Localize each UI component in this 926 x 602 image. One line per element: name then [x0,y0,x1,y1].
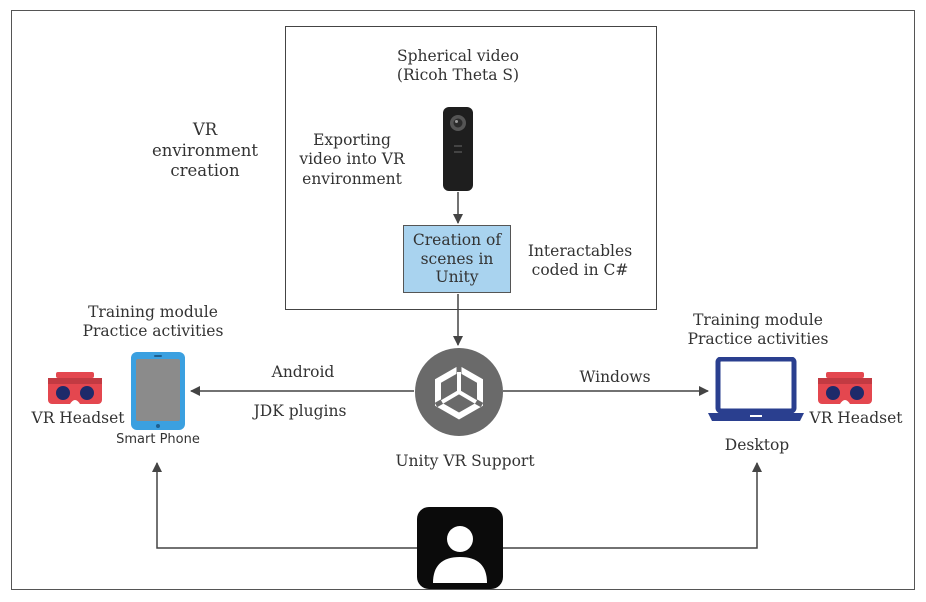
arrow-user-to-laptop [502,462,762,549]
android-label: Android [271,363,335,381]
scene-creation-box: Creation of scenes in Unity [403,225,511,293]
desktop-label: Desktop [724,436,790,454]
windows-label: Windows [579,368,651,386]
smartphone-label: Smart Phone [116,432,200,447]
vr-headset-icon-left [48,372,102,404]
laptop-icon [708,357,804,421]
smartphone-icon [131,352,185,430]
right-headset-label: VR Headset [809,409,903,427]
vr-headset-icon-right [818,372,872,404]
spherical-camera-icon [443,107,473,191]
arrow-user-to-phone [152,462,417,549]
user-icon [417,507,503,589]
unity-logo-icon [415,348,503,436]
diagram-frame [11,10,915,590]
left-headset-label: VR Headset [31,409,125,427]
jdk-plugins-label: JDK plugins [253,402,347,420]
scene-creation-label: Creation of scenes in Unity [412,231,502,287]
vr-environment-box [285,26,657,310]
camera-label: Spherical video(Ricoh Theta S) [396,47,520,85]
unity-support-label: Unity VR Support [395,452,535,470]
